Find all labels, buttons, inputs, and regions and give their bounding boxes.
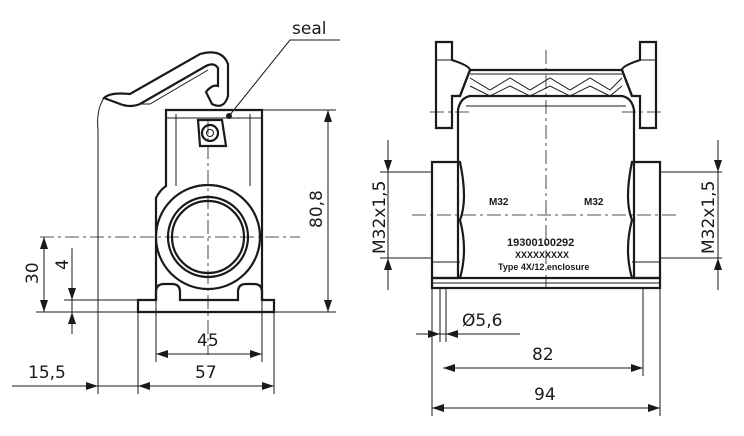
arrowhead (86, 382, 98, 390)
arrowhead (250, 350, 262, 358)
arrowhead (714, 160, 722, 172)
dimension-label-4: 4 (53, 259, 73, 270)
side-view: seal 80,8 30 4 45 57 (12, 19, 340, 394)
code-placeholder: XXXXXXXXX (515, 250, 569, 260)
arrowhead (324, 300, 332, 312)
arrowhead (631, 364, 643, 372)
lever-pivot-center (206, 129, 214, 137)
lever-pivot-block (196, 118, 228, 148)
arrowhead (262, 382, 274, 390)
arrowhead (446, 330, 458, 338)
part-number: 19300100292 (507, 237, 574, 249)
arrowhead (68, 288, 76, 300)
seal-label: seal (292, 19, 326, 39)
arrowhead (68, 312, 76, 324)
port-block-left (430, 160, 466, 280)
flange-right (620, 40, 658, 130)
dimension-label-57: 57 (195, 363, 217, 383)
port-label-left: M32 (489, 197, 509, 208)
arrowhead (714, 258, 722, 270)
dimension-label-45: 45 (197, 331, 219, 351)
dimension-label-hole: Ø5,6 (462, 311, 502, 331)
arrowhead (324, 110, 332, 122)
front-view: M32 M32 19300100292 XXXXXXXXX Type 4X/12… (370, 40, 722, 416)
dimension-label-82: 82 (532, 345, 554, 365)
dimension-label-15-5: 15,5 (28, 363, 66, 383)
arrowhead (138, 382, 150, 390)
extension-line-lever (97, 97, 105, 394)
arrowhead (40, 300, 48, 312)
arrowhead (428, 330, 440, 338)
arrowhead (648, 404, 660, 412)
hood-zigzag (469, 77, 623, 91)
flange-left (434, 40, 472, 130)
port-block-right (626, 160, 662, 280)
arrowhead (384, 258, 392, 270)
arrowhead (156, 350, 168, 358)
dimension-label-94: 94 (534, 385, 556, 405)
arrowhead (384, 160, 392, 172)
arrowhead (432, 404, 444, 412)
enclosure-type: Type 4X/12 enclosure (498, 262, 589, 272)
port-label-right: M32 (584, 197, 604, 208)
arrowhead (443, 364, 455, 372)
dimension-label-thread-right: M32x1,5 (699, 181, 719, 254)
hood-zigzag (469, 85, 623, 97)
dimension-label-thread-left: M32x1,5 (370, 181, 390, 254)
arrowhead (40, 237, 48, 249)
locking-lever (102, 51, 230, 108)
lever-inner-line (140, 69, 209, 105)
lever-pivot-pin (200, 123, 220, 143)
seal-leader-line (228, 39, 340, 117)
dimension-label-30: 30 (23, 262, 43, 284)
housing-body (154, 108, 264, 300)
dimension-label-80-8: 80,8 (307, 190, 327, 228)
